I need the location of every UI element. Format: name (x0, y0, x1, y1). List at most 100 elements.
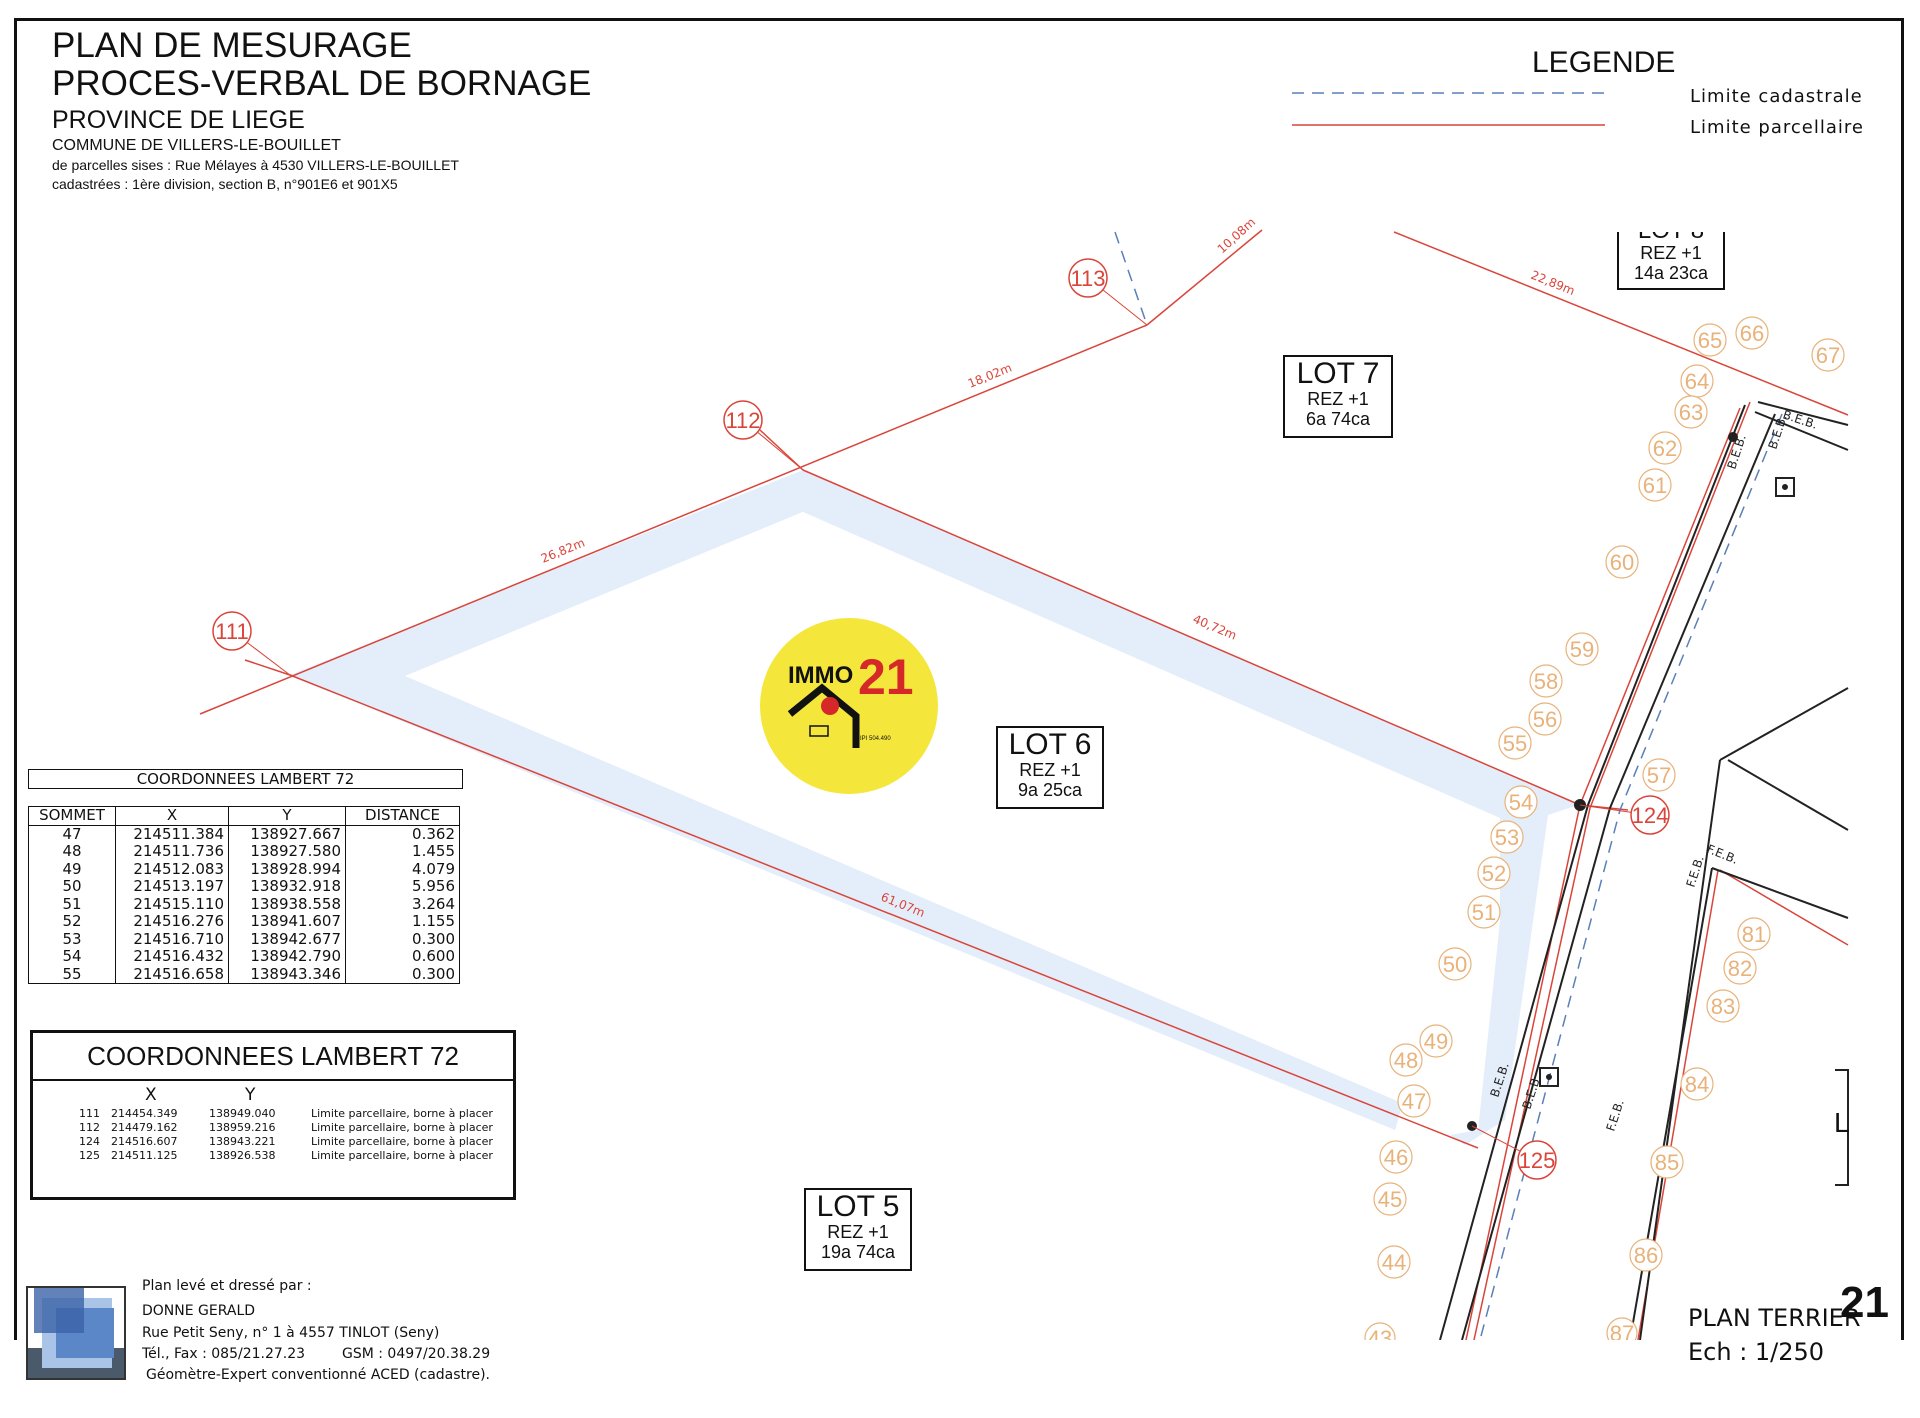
table1-cell-sommet: 48 (28, 843, 116, 861)
brand-21: 21 (1840, 1278, 1889, 1327)
table1-header-sommet: SOMMET (28, 806, 116, 826)
surveyor-logo (26, 1286, 126, 1380)
survey-point-label: 44 (1382, 1250, 1406, 1275)
survey-point-circle (1629, 1238, 1663, 1272)
survey-point-circle (1419, 1024, 1453, 1058)
survey-point-circle (1648, 431, 1682, 465)
table1-cell-x: 214511.736 (115, 843, 229, 861)
borne-label: 113 (1070, 266, 1105, 291)
lot7-area: 6a 74ca (1305, 408, 1371, 429)
survey-point-label: 53 (1495, 825, 1519, 850)
borne-label: 111 (215, 619, 248, 644)
survey-point-circle (1650, 1145, 1684, 1179)
lot-partial-label: L (1834, 1107, 1850, 1138)
survey-point-circle (1605, 545, 1639, 579)
survey-point-label: 67 (1816, 343, 1840, 368)
survey-point-circle (1498, 726, 1532, 760)
table1-cell-sommet: 54 (28, 948, 116, 966)
table1-cell-sommet: 47 (28, 825, 116, 843)
table1-cell-sommet: 55 (28, 965, 116, 984)
table1-cell-x: 214516.658 (115, 965, 229, 984)
borne-circle (1068, 258, 1108, 298)
legend-cadastral: Limite cadastrale (1690, 86, 1863, 107)
table1-cell-x: 214511.384 (115, 825, 229, 843)
survey-point-circle (1565, 632, 1599, 666)
survey-point-circle (1477, 856, 1511, 890)
table2-header-y: Y (245, 1085, 256, 1105)
plan-bottom-mask (0, 1340, 1920, 1418)
table1-cell-distance: 5.956 (345, 878, 460, 896)
table1-cell-y: 138927.580 (228, 843, 346, 861)
table1-cell-distance: 1.155 (345, 913, 460, 931)
survey-point-circle (1638, 468, 1672, 502)
distance-label: 22,89m (1529, 268, 1577, 298)
survey-point-label: 65 (1698, 328, 1722, 353)
survey-point-label: 48 (1394, 1048, 1418, 1073)
table1-cell-x: 214516.276 (115, 913, 229, 931)
survey-point-label: 66 (1740, 321, 1764, 346)
lot7-floors: REZ +1 (1307, 389, 1369, 409)
immo-text: IMMO (788, 662, 854, 689)
survey-point-circle (1438, 947, 1472, 981)
table1-cell-distance: 0.600 (345, 948, 460, 966)
table1-cell-y: 138941.607 (228, 913, 346, 931)
plan-terrier-label: PLAN TERRIER (1688, 1304, 1861, 1332)
table1-cell-distance: 3.264 (345, 895, 460, 913)
table1-header-x: X (115, 806, 229, 826)
borne-label: 125 (1519, 1148, 1556, 1173)
survey-point-label: 49 (1424, 1029, 1448, 1054)
survey-point-label: 46 (1384, 1145, 1408, 1170)
borne-label: 112 (725, 408, 760, 433)
survey-point-circle (1467, 895, 1501, 929)
road-label: F.E.B. (1705, 842, 1740, 867)
survey-point-label: 56 (1533, 707, 1557, 732)
survey-point-label: 64 (1685, 369, 1709, 394)
survey-point-circle (1504, 785, 1538, 819)
surveyor-title: Géomètre-Expert conventionné ACED (cadas… (146, 1367, 491, 1383)
house-icon (787, 683, 860, 748)
lot5-floors: REZ +1 (827, 1222, 889, 1242)
table2-cell-sommet: 111 (79, 1107, 100, 1120)
table2-cell-y: 138943.221 (209, 1135, 276, 1148)
survey-point-label: 60 (1610, 550, 1634, 575)
lot5-area: 19a 74ca (820, 1241, 896, 1262)
survey-point-label: 54 (1509, 790, 1533, 815)
lot6-area: 9a 25ca (1017, 779, 1083, 800)
survey-point-circle (1389, 1043, 1423, 1077)
table2-cell-description: Limite parcellaire, borne à placer (311, 1135, 493, 1148)
survey-point-label: 47 (1402, 1089, 1426, 1114)
survey-point-label: 81 (1742, 922, 1766, 947)
table2-cell-sommet: 124 (79, 1135, 100, 1148)
table1-caption: COORDONNEES LAMBERT 72 (28, 769, 463, 789)
survey-point-label: 59 (1570, 637, 1594, 662)
table1-cell-y: 138942.790 (228, 948, 346, 966)
table2-header-x: X (145, 1085, 157, 1105)
table1-cell-y: 138938.558 (228, 895, 346, 913)
commune: COMMUNE DE VILLERS-LE-BOUILLET (52, 137, 341, 154)
lot6-box: LOT 6 REZ +1 9a 25ca (996, 726, 1104, 809)
survey-point-circle (1735, 316, 1769, 350)
province: PROVINCE DE LIEGE (52, 106, 305, 134)
borne-circle (212, 611, 252, 651)
cadastral-limits (1114, 92, 1783, 1341)
table1-cell-distance: 0.362 (345, 825, 460, 843)
table2-cell-y: 138949.040 (209, 1107, 276, 1120)
table2-caption: COORDONNEES LAMBERT 72 (33, 1033, 513, 1081)
survey-point-circle (1811, 338, 1845, 372)
surveyor-phone: Tél., Fax : 085/21.27.23 (142, 1346, 306, 1362)
survey-point-circle (1693, 323, 1727, 357)
surveyor-name: DONNE GERALD (142, 1303, 256, 1319)
table1-cell-x: 214516.710 (115, 930, 229, 948)
survey-point-label: 86 (1634, 1243, 1658, 1268)
surveyor-logo-graphic (28, 1288, 124, 1378)
survey-point-circle (1680, 1067, 1714, 1101)
survey-point-label: 61 (1643, 473, 1667, 498)
survey-point-label: 85 (1655, 1150, 1679, 1175)
borne-circle (1630, 795, 1670, 835)
